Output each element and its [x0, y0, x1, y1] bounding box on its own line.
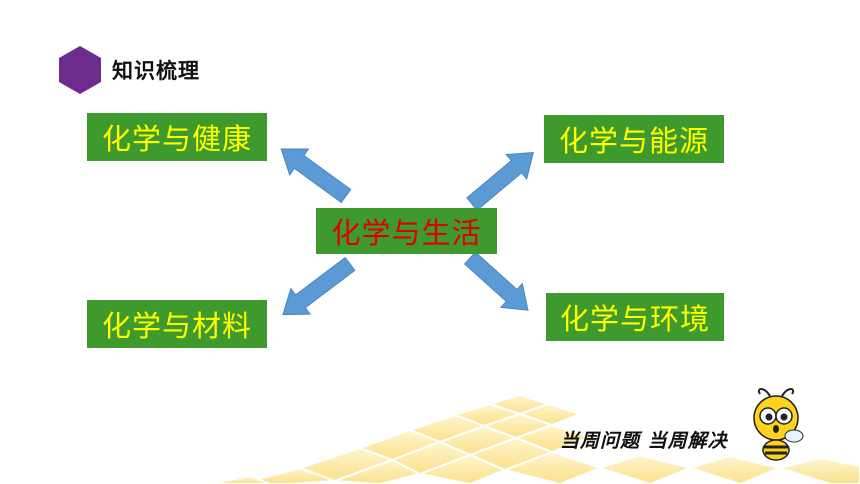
- node-environment: 化学与环境: [546, 293, 724, 341]
- honeycomb-decoration: [209, 393, 860, 484]
- arrow-to-environment: [463, 251, 529, 311]
- arrow-to-material: [282, 256, 356, 316]
- node-material: 化学与材料: [87, 300, 267, 348]
- node-health: 化学与健康: [87, 113, 267, 161]
- page-title: 知识梳理: [112, 59, 200, 83]
- slogan-text: 当周问题 当周解决: [560, 430, 728, 452]
- arrow-to-health: [280, 148, 352, 204]
- bee-icon: [753, 388, 804, 461]
- node-energy: 化学与能源: [544, 115, 724, 163]
- arrow-to-energy: [466, 152, 534, 211]
- node-center: 化学与生活: [316, 208, 497, 254]
- section-header: 知识梳理: [58, 45, 200, 95]
- hexagon-icon: [59, 46, 101, 94]
